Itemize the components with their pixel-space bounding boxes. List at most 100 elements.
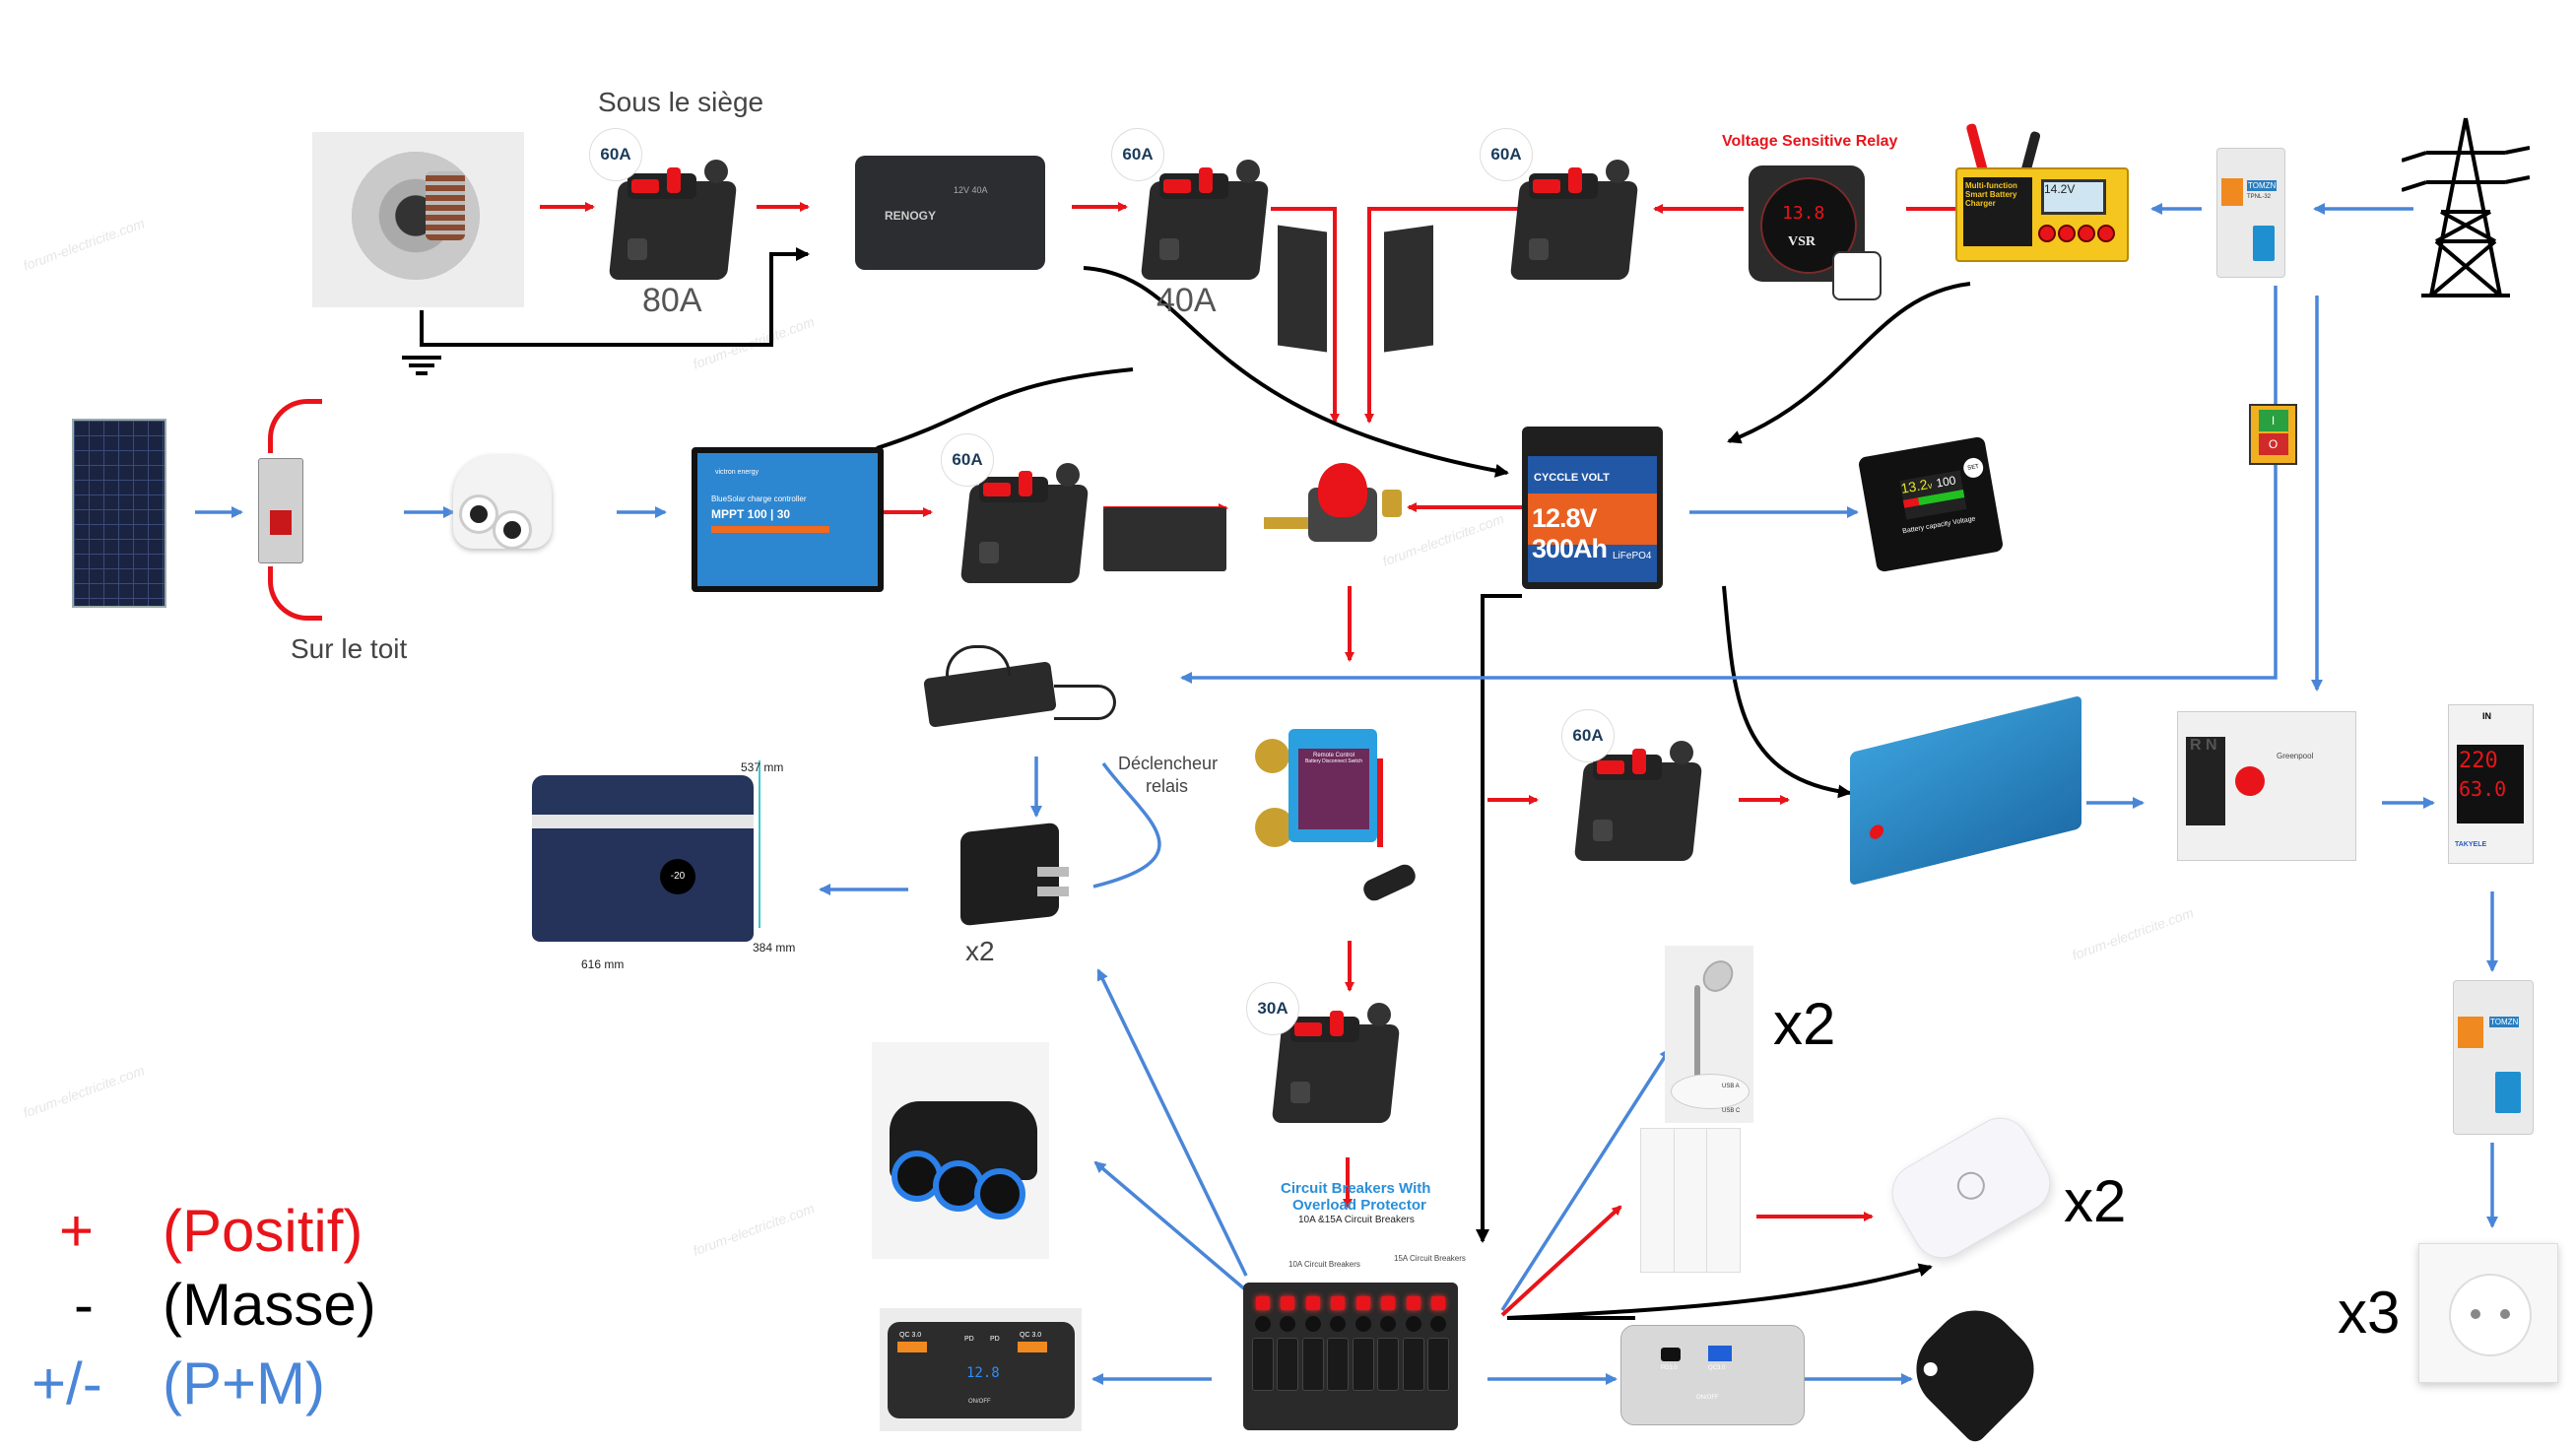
power-pylon-icon <box>2401 113 2531 300</box>
rocker-switch[interactable] <box>1327 1296 1350 1391</box>
vsr-connector <box>1832 251 1882 300</box>
relay-trigger-label-2: relais <box>1146 776 1189 796</box>
location-label-roof: Sur le toit <box>291 633 408 664</box>
mppt-line2: MPPT 100 | 30 <box>711 507 791 521</box>
wall-switch[interactable] <box>1640 1128 1741 1273</box>
protector-brand: TAKYELE <box>2455 841 2487 848</box>
switch-fuse-button[interactable] <box>1330 1316 1347 1332</box>
switch-indicator-led <box>1305 1296 1320 1310</box>
breaker-rating-badge: 60A <box>1561 709 1615 762</box>
legend-label: (Positif) <box>163 1198 363 1264</box>
voltage-sensitive-relay: 13.8 VSR <box>1749 165 1865 282</box>
battery-monitor: 13.2v 100 SET Battery capacity Voltage <box>1857 435 2005 573</box>
lamp-usb-c: USB C <box>1722 1108 1741 1114</box>
automatic-transfer-switch[interactable]: R N Greenpool <box>2177 711 2356 861</box>
battery-chemistry: LiFePO4 <box>1613 551 1652 561</box>
switch-fuse-button[interactable] <box>1429 1316 1446 1332</box>
mppt-brand: victron energy <box>715 469 759 476</box>
switch-fuse-button[interactable] <box>1255 1316 1271 1332</box>
switch-rocker[interactable] <box>1402 1338 1424 1391</box>
wire-both <box>1096 968 1248 1277</box>
rocker-switch[interactable] <box>1402 1296 1424 1391</box>
circuit-breaker-vsr[interactable] <box>1507 160 1645 288</box>
usb-port-qc-1: QC 3.0 <box>899 1332 922 1339</box>
rocker-switch-panel[interactable] <box>1243 1283 1458 1430</box>
switch-fuse-button[interactable] <box>1280 1316 1296 1332</box>
ats-r: R <box>2190 737 2202 754</box>
rocker-switch[interactable] <box>1301 1296 1324 1391</box>
switch-indicator-led <box>1430 1296 1445 1310</box>
circuit-breaker-mppt[interactable] <box>958 463 1095 591</box>
switch-rocker[interactable] <box>1352 1338 1374 1391</box>
usb-port-qc-2: QC 3.0 <box>1020 1332 1042 1339</box>
switch-rocker[interactable] <box>1426 1338 1449 1391</box>
fridge-depth: 384 mm <box>753 941 796 955</box>
callout-15a: 15A Circuit Breakers <box>1394 1254 1466 1263</box>
monitor-set-button[interactable]: SET <box>1961 456 1985 480</box>
switch-rocker[interactable] <box>1377 1338 1400 1391</box>
rocker-switch[interactable] <box>1426 1296 1449 1391</box>
switch-rocker[interactable] <box>1252 1338 1274 1391</box>
portable-fridge: -20 <box>522 760 793 962</box>
wall-socket-230v[interactable] <box>2418 1243 2558 1383</box>
battery-disconnect-switch[interactable] <box>1264 458 1412 561</box>
lithium-battery: CYCCLE VOLT 12.8V 300Ah LiFePO4 <box>1522 427 1663 589</box>
vsr-title: Voltage Sensitive Relay <box>1722 133 1898 150</box>
switch-indicator-led <box>1331 1296 1346 1310</box>
dcdc-charger: RENOGY 12V 40A <box>855 156 1045 270</box>
protector-current: 63.0 <box>2459 777 2507 801</box>
protector-voltage: 220 <box>2459 749 2498 773</box>
smart-battery-charger: Multi-function Smart Battery Charger 14.… <box>1955 122 2129 266</box>
watermark: forum-electricite.com <box>21 1062 147 1121</box>
mppt-line1: BlueSolar charge controller <box>711 494 807 503</box>
watermark: forum-electricite.com <box>2070 904 2196 963</box>
rcbo-brand: TOMZN <box>2247 180 2278 191</box>
rocker-switch[interactable] <box>1277 1296 1299 1391</box>
solar-pv-breaker[interactable] <box>258 399 357 626</box>
outlet-pd: PD3.0 <box>1661 1365 1678 1371</box>
voltage-current-protector[interactable]: IN 220 63.0 TAKYELE <box>2448 704 2534 864</box>
legend-label: (P+M) <box>163 1350 325 1416</box>
circuit-breaker-dcdc[interactable] <box>1138 160 1276 288</box>
callout-10a: 10A Circuit Breakers <box>1288 1260 1360 1269</box>
switch-rocker[interactable] <box>1327 1338 1350 1391</box>
switch-rocker[interactable] <box>1277 1338 1299 1391</box>
usb-wall-outlet[interactable]: PD3.0 QC3.0 ON/OFF <box>1620 1325 1805 1425</box>
rocker-switch[interactable] <box>1377 1296 1400 1391</box>
rcbo2-brand: TOMZN <box>2489 1017 2520 1027</box>
breaker-caption-1: Circuit Breakers With <box>1281 1180 1431 1197</box>
switch-fuse-button[interactable] <box>1354 1316 1371 1332</box>
relay-trigger-label-1: Déclencheur <box>1118 754 1219 773</box>
switch-fuse-button[interactable] <box>1380 1316 1397 1332</box>
rocker-switch[interactable] <box>1252 1296 1274 1391</box>
monitor-voltage-unit: v <box>1927 480 1934 492</box>
circuit-breaker-inverter[interactable] <box>1571 741 1709 869</box>
usb-panel-voltage: 12.8 <box>966 1365 1000 1381</box>
breaker-rating-badge: 60A <box>941 433 994 487</box>
cable-gland <box>453 455 552 550</box>
breaker-rating-badge: 60A <box>589 128 642 181</box>
watermark: forum-electricite.com <box>691 313 817 372</box>
rcbo-breaker[interactable]: TOMZN TPNL-32 <box>2216 148 2285 278</box>
mppt-charge-controller: victron energy BlueSolar charge controll… <box>692 447 884 592</box>
legend-both: +/-(P+M) <box>32 1350 325 1417</box>
rocker-switch[interactable] <box>1352 1296 1374 1391</box>
switch-fuse-button[interactable] <box>1405 1316 1421 1332</box>
switch-rocker[interactable] <box>1301 1338 1324 1391</box>
lamp-multiplier: x2 <box>1773 991 1836 1057</box>
usb-charging-panel[interactable]: QC 3.0 PD PD QC 3.0 12.8 ON/OFF <box>880 1308 1082 1431</box>
switch-indicator-led <box>1381 1296 1396 1310</box>
monitor-percent: 100 <box>1935 473 1957 491</box>
dcdc-rating: 12V 40A <box>954 185 988 195</box>
outlet-switch: ON/OFF <box>1696 1395 1719 1401</box>
onoff-switch[interactable]: I O <box>2249 404 2297 465</box>
lamp-usb-a: USB A <box>1722 1084 1740 1089</box>
remote-battery-disconnect[interactable]: Remote Control Battery Disconnect Switch <box>1249 724 1461 926</box>
circuit-breaker-panel[interactable] <box>1269 1003 1407 1131</box>
alternator <box>312 132 524 307</box>
location-label-seat: Sous le siège <box>598 87 764 117</box>
switch-fuse-button[interactable] <box>1304 1316 1321 1332</box>
ats-brand: Greenpool <box>2277 752 2314 760</box>
rcbo-breaker-2[interactable]: TOMZN <box>2453 980 2534 1135</box>
legend-symbol: + <box>59 1198 95 1264</box>
